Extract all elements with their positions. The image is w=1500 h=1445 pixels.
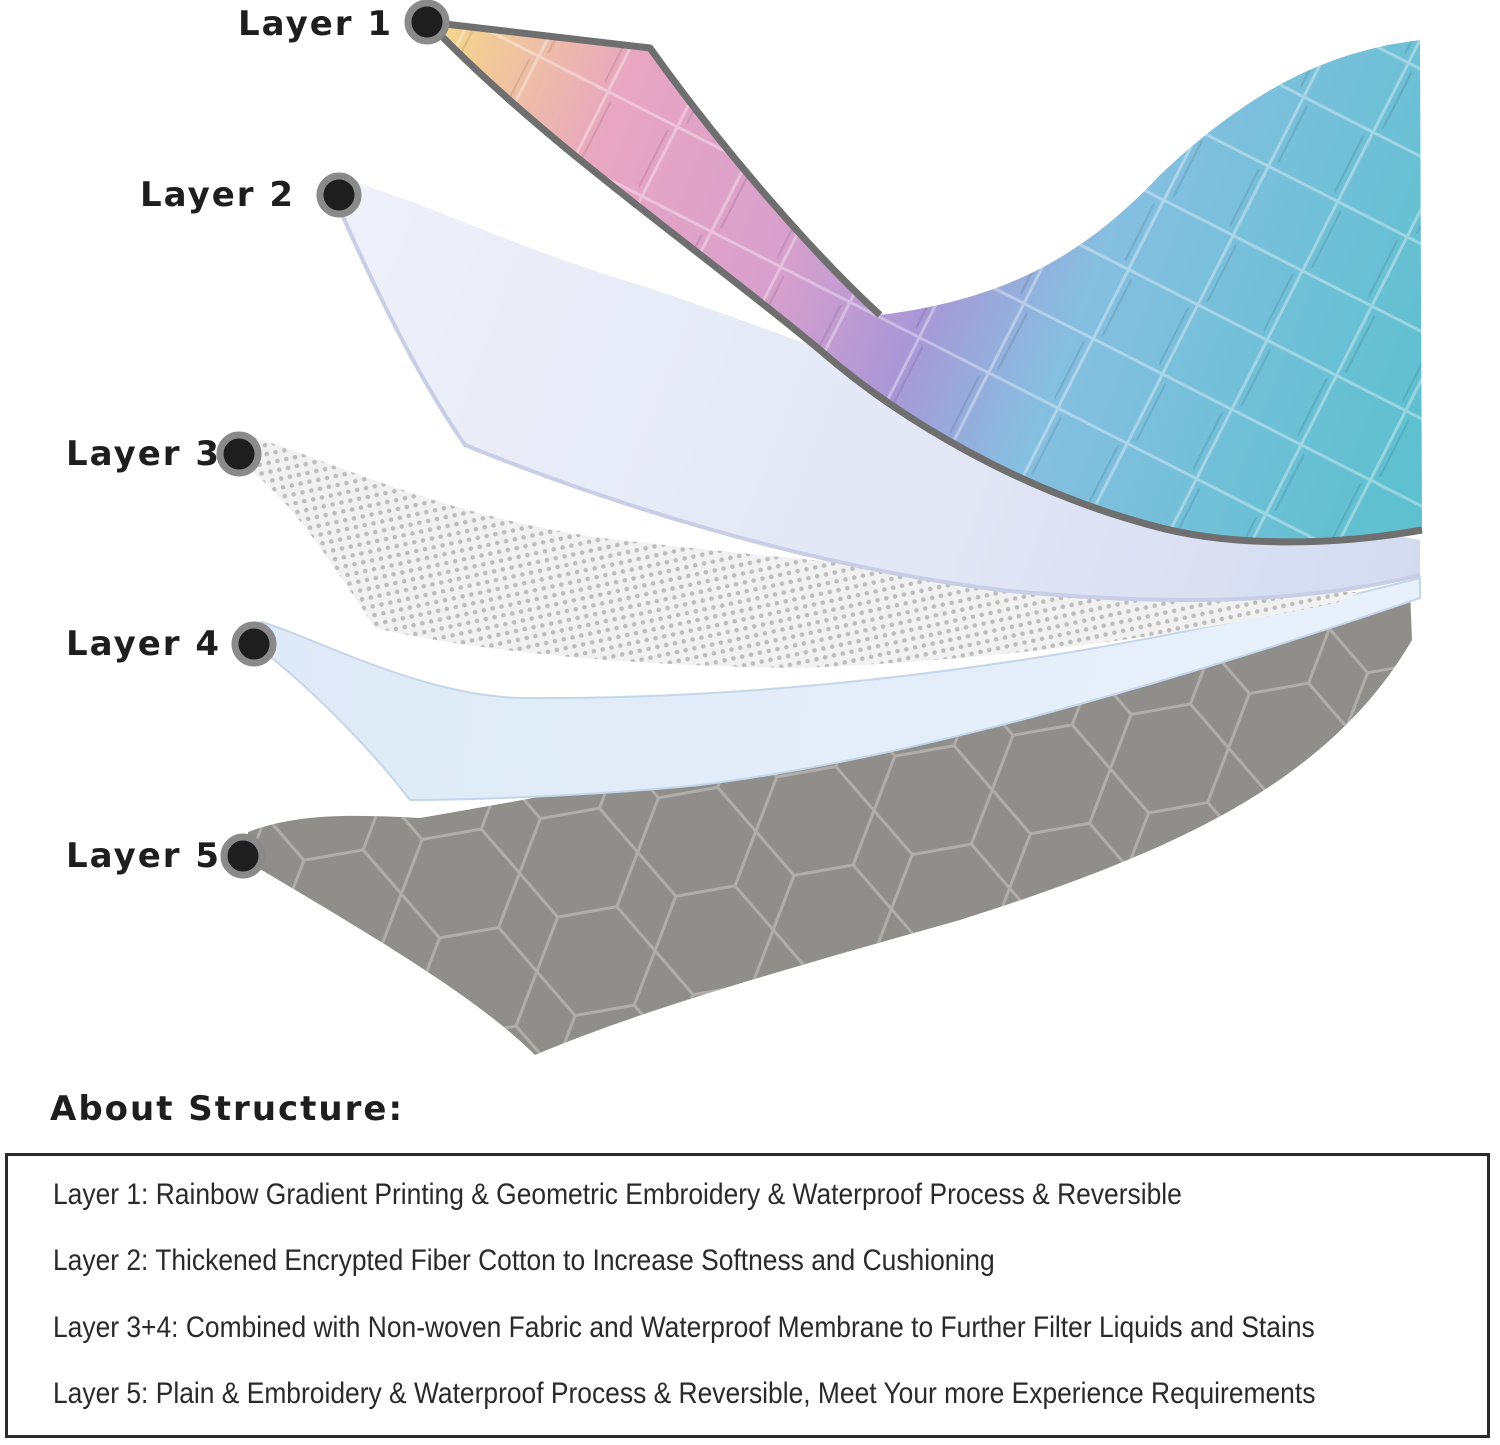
layer-2-marker — [316, 172, 362, 218]
structure-line-layer-1: Layer 1: Rainbow Gradient Printing & Geo… — [53, 1178, 1182, 1211]
structure-description-box: Layer 1: Rainbow Gradient Printing & Geo… — [5, 1153, 1490, 1438]
layer-5-marker — [220, 833, 266, 879]
layer-1-marker — [404, 0, 450, 45]
layer-2-label: Layer 2 — [140, 175, 296, 215]
layer-structure-diagram — [216, 0, 1423, 1055]
structure-line-layer-3-4: Layer 3+4: Combined with Non-woven Fabri… — [53, 1311, 1315, 1344]
layer-3-nonwoven — [250, 436, 1360, 668]
layer-4-membrane — [261, 576, 1421, 802]
layer-5-label: Layer 5 — [66, 836, 222, 876]
layer-5-fabric — [248, 590, 1412, 1055]
layer-1-label: Layer 1 — [238, 4, 394, 44]
structure-line-layer-2: Layer 2: Thickened Encrypted Fiber Cotto… — [53, 1244, 995, 1277]
layer-1-rainbow-fabric — [425, 18, 1423, 546]
layer-3-marker — [216, 431, 262, 477]
layer-4-label: Layer 4 — [66, 624, 222, 664]
layer-3-label: Layer 3 — [66, 434, 222, 474]
layer-4-marker — [231, 621, 277, 667]
structure-title: About Structure: — [50, 1089, 405, 1129]
structure-line-layer-5: Layer 5: Plain & Embroidery & Waterproof… — [53, 1377, 1316, 1410]
